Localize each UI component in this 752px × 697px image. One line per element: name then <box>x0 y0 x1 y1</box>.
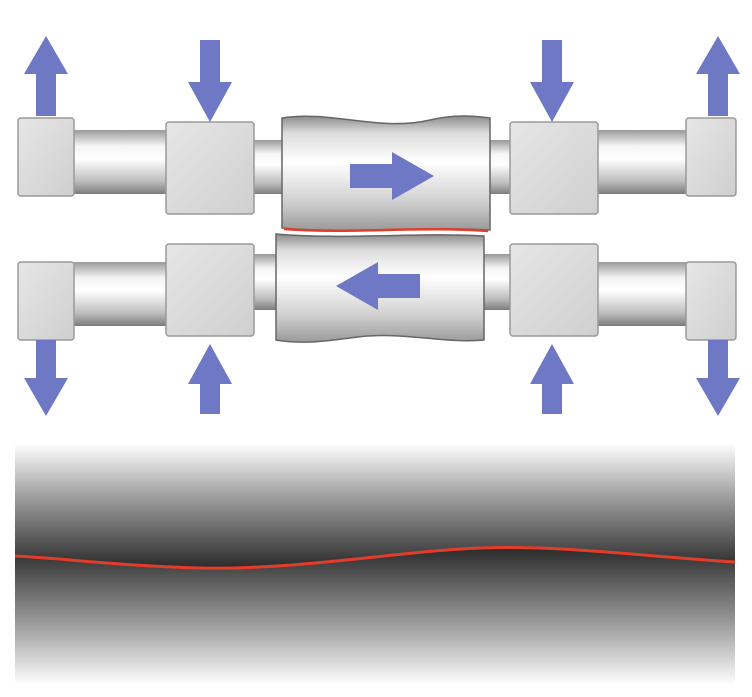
arrow-down-icon <box>188 40 232 122</box>
cross-section-panel <box>15 443 735 685</box>
bottom-right-neck <box>482 254 512 310</box>
arrow-up-icon <box>530 344 574 414</box>
top-right-rod <box>596 130 688 194</box>
top-left-neck <box>254 140 284 194</box>
top-outer-left-block <box>17 117 75 197</box>
arrow-down-icon <box>530 40 574 122</box>
shear-arrow-left-icon <box>336 262 420 310</box>
bottom-outer-right-block <box>685 261 737 341</box>
top-outer-right-block <box>685 117 737 197</box>
bottom-right-rod <box>596 262 688 326</box>
arrow-down-icon <box>696 340 740 416</box>
arrow-up-icon <box>696 36 740 116</box>
bottom-inner-left-block <box>165 243 255 337</box>
shear-arrow-right-icon <box>350 152 434 200</box>
bottom-left-rod <box>74 262 168 326</box>
top-assembly <box>17 36 740 233</box>
interface-line <box>15 545 735 570</box>
top-left-rod <box>74 130 168 194</box>
bottom-assembly <box>17 233 740 416</box>
top-inner-left-block <box>165 121 255 215</box>
top-inner-right-block <box>509 121 599 215</box>
interface-line-top <box>283 227 489 233</box>
bottom-inner-right-block <box>509 243 599 337</box>
cross-section-upper-half <box>15 443 735 569</box>
bottom-outer-left-block <box>17 261 75 341</box>
cross-section-lower-half <box>15 547 735 685</box>
arrow-up-icon <box>188 344 232 414</box>
bottom-left-neck <box>254 254 278 310</box>
arrow-down-icon <box>24 340 68 416</box>
arrow-up-icon <box>24 36 68 116</box>
